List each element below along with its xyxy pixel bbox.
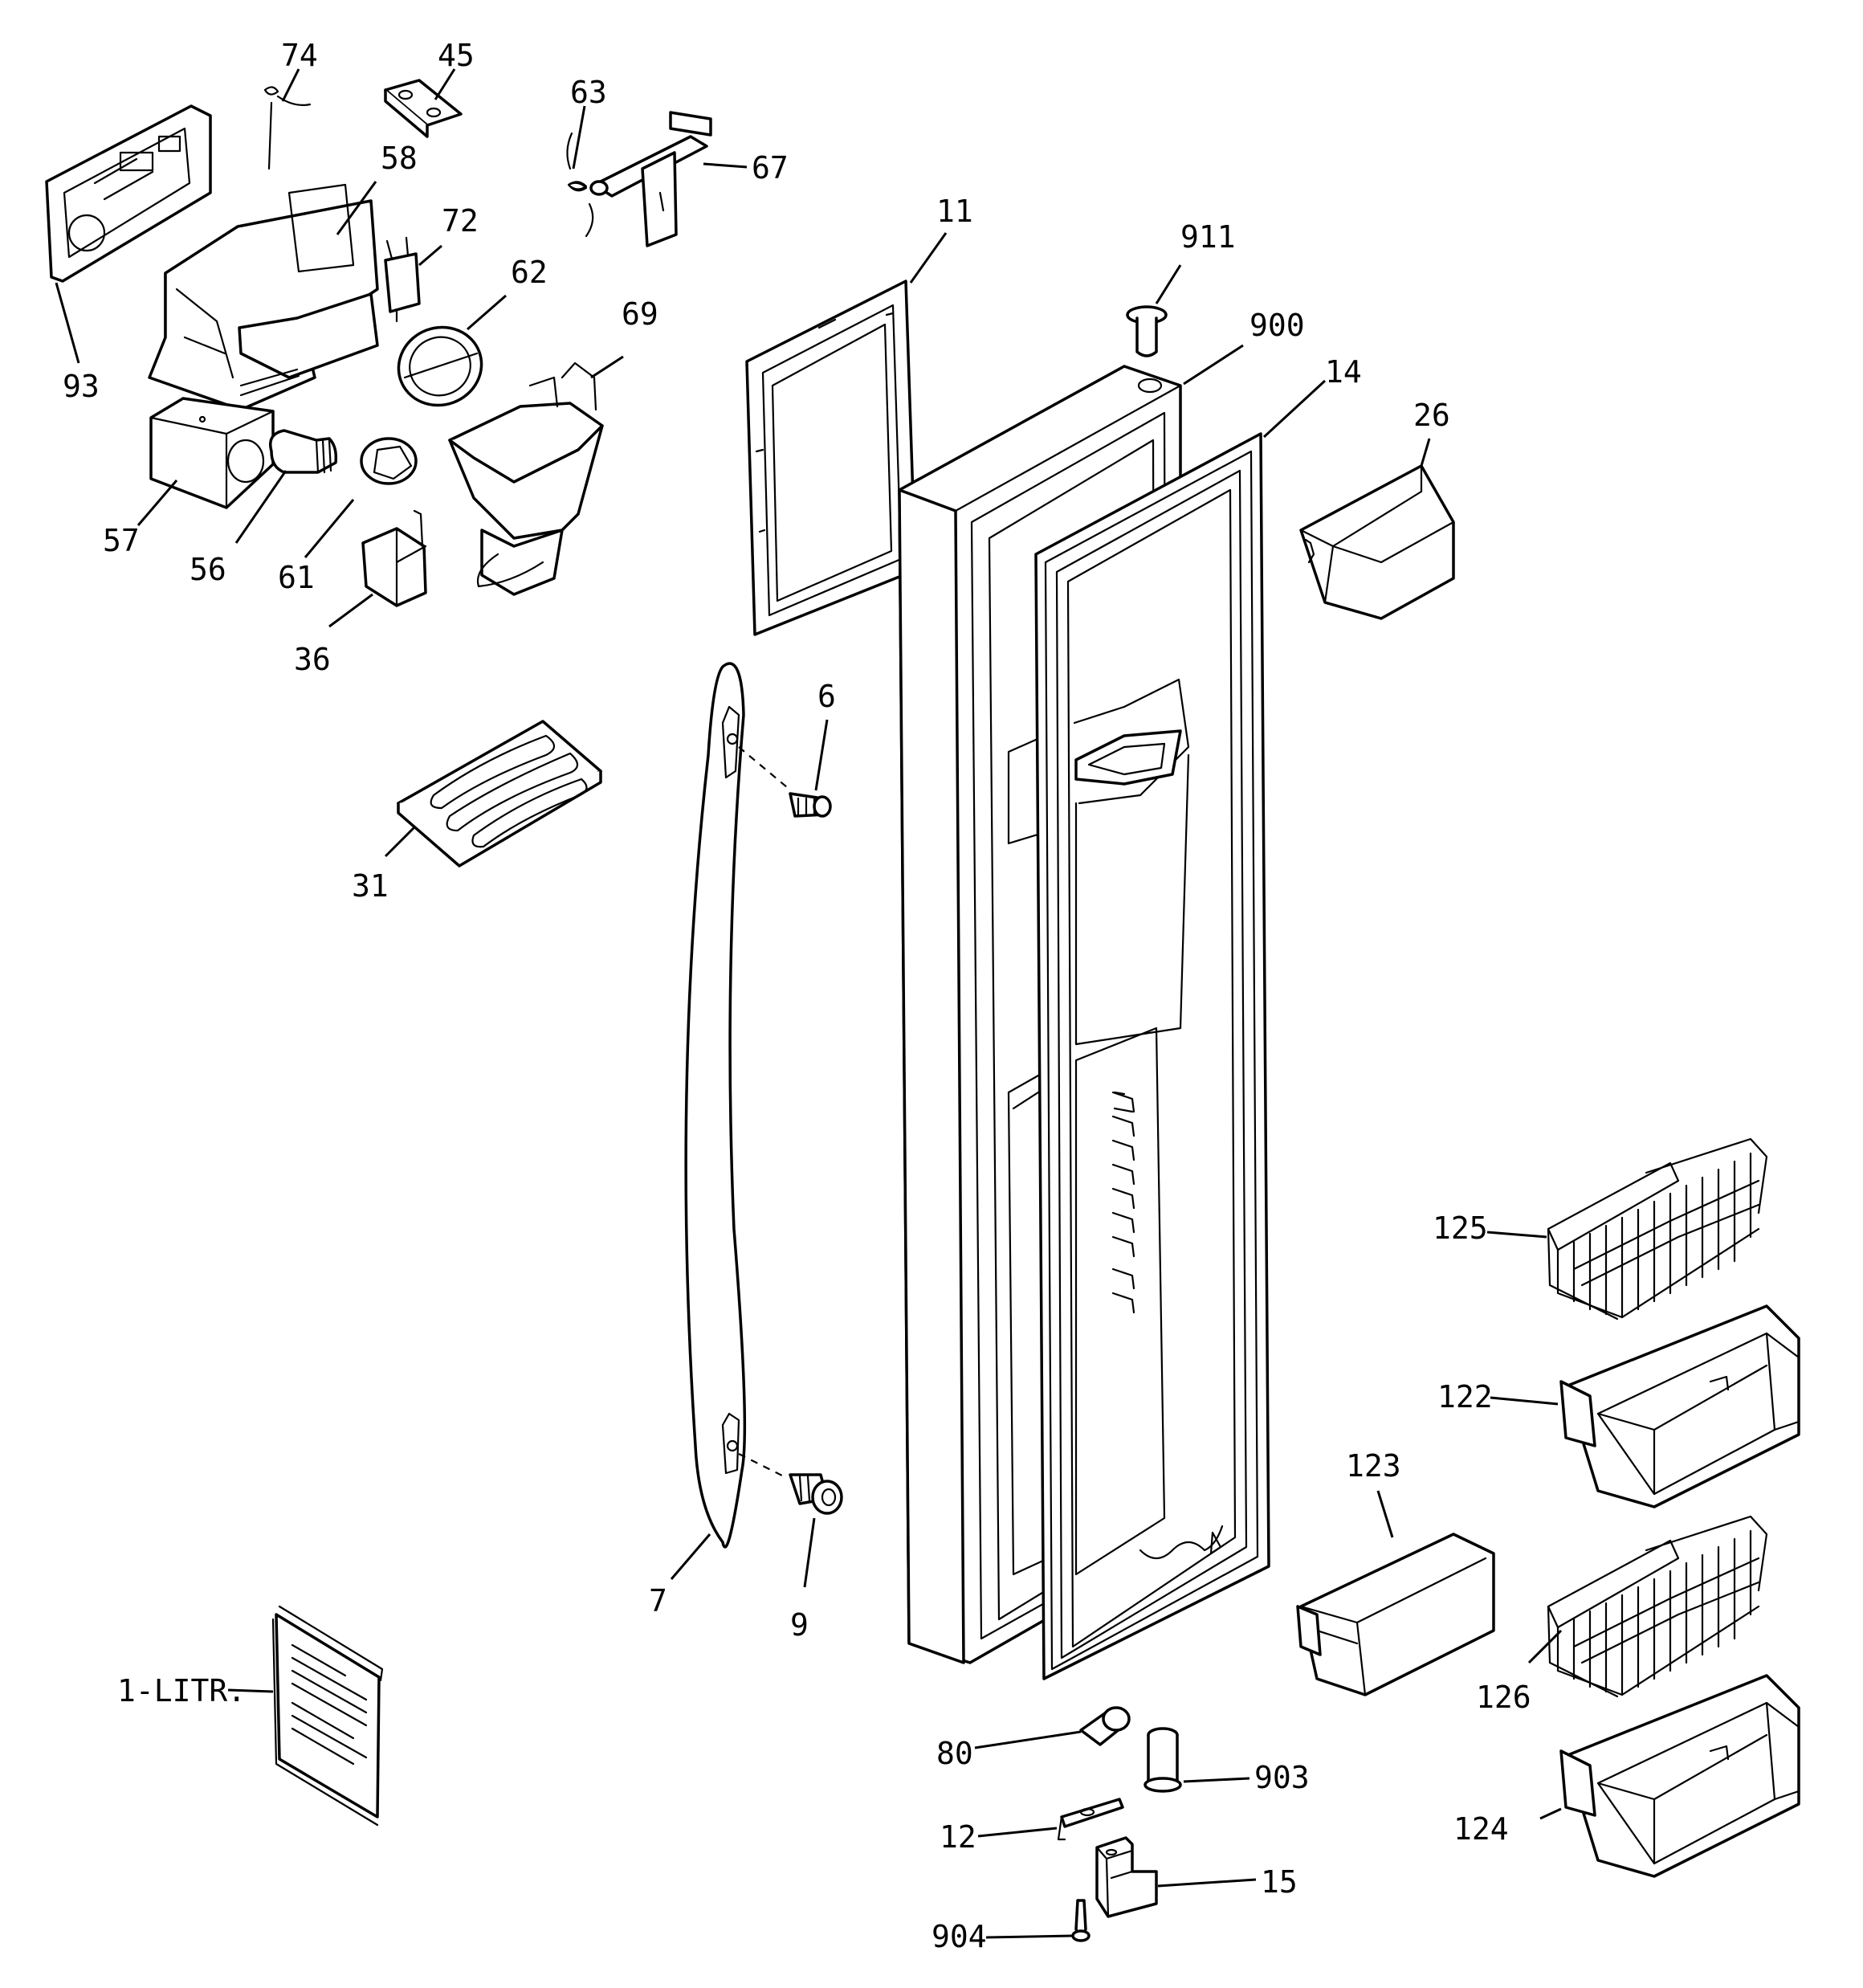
bushing-80 xyxy=(1079,1706,1131,1746)
callout-72: 72 xyxy=(442,203,479,239)
callout-45: 45 xyxy=(438,38,475,73)
callout-80: 80 xyxy=(936,1736,973,1771)
dairy-bin-123 xyxy=(1296,1533,1495,1696)
door-bin-122 xyxy=(1559,1304,1800,1508)
bracket-45 xyxy=(384,79,463,138)
motor-housing-57 xyxy=(149,397,275,509)
control-panel-93 xyxy=(45,104,212,283)
callout-69: 69 xyxy=(622,296,658,332)
callout-58: 58 xyxy=(381,141,418,176)
callout-93: 93 xyxy=(63,369,100,404)
callout-63: 63 xyxy=(570,75,607,110)
callout-11: 11 xyxy=(936,194,973,229)
guide-line-6 xyxy=(738,746,788,788)
callout-1-litr: 1-LITR. xyxy=(117,1673,246,1708)
drip-tray-31 xyxy=(397,720,602,867)
gasket-liner-14 xyxy=(1034,432,1270,1680)
wire-harness xyxy=(1139,1525,1224,1560)
solenoid-36 xyxy=(361,509,427,607)
screw-904 xyxy=(1071,1899,1090,1942)
callout-26: 26 xyxy=(1413,398,1450,433)
callout-125: 125 xyxy=(1433,1210,1488,1246)
bushing-911 xyxy=(1126,305,1168,357)
callout-56: 56 xyxy=(190,552,226,587)
ice-chute-69 xyxy=(448,361,604,596)
callout-31: 31 xyxy=(352,868,389,904)
hinge-pin-903 xyxy=(1143,1727,1182,1793)
hinge-arm-67 xyxy=(589,111,712,247)
callout-123: 123 xyxy=(1346,1448,1401,1484)
door-bin-124 xyxy=(1559,1674,1800,1878)
callout-9: 9 xyxy=(790,1607,809,1643)
handle-7 xyxy=(684,662,747,1549)
leader-lines xyxy=(55,68,1563,1939)
door-shelf-supports xyxy=(1111,1091,1135,1314)
callout-122: 122 xyxy=(1437,1379,1493,1414)
callout-62: 62 xyxy=(511,255,548,290)
ring-62 xyxy=(397,325,483,407)
callout-15: 15 xyxy=(1261,1864,1298,1900)
switch-72 xyxy=(384,236,421,323)
auger-56 xyxy=(269,429,338,474)
plug-6 xyxy=(789,792,832,818)
callout-124: 124 xyxy=(1453,1811,1509,1847)
literature-booklet xyxy=(271,1605,384,1827)
callout-67: 67 xyxy=(752,150,789,186)
callout-61: 61 xyxy=(278,560,315,595)
callout-911: 911 xyxy=(1180,219,1236,255)
callout-6: 6 xyxy=(817,679,836,714)
callout-labels: 74 45 63 67 58 72 62 69 93 57 56 61 36 1… xyxy=(63,38,1531,1954)
hinge-15 xyxy=(1095,1836,1158,1918)
callout-74: 74 xyxy=(281,38,318,73)
callout-126: 126 xyxy=(1476,1680,1531,1715)
callout-14: 14 xyxy=(1325,354,1362,390)
callout-903: 903 xyxy=(1254,1760,1310,1795)
bin-26 xyxy=(1299,464,1455,620)
coupler-61 xyxy=(360,437,418,485)
door-panel-11 xyxy=(745,280,917,636)
callout-12: 12 xyxy=(940,1819,976,1855)
callout-57: 57 xyxy=(103,523,140,558)
callout-904: 904 xyxy=(932,1919,987,1954)
wire-basket-125 xyxy=(1547,1137,1768,1321)
guide-line-9 xyxy=(738,1453,788,1479)
spring-63 xyxy=(566,132,594,238)
callout-7: 7 xyxy=(649,1583,667,1619)
spring-74 xyxy=(263,86,312,170)
callout-900: 900 xyxy=(1249,308,1305,343)
callout-36: 36 xyxy=(294,642,331,677)
wire-basket-126 xyxy=(1547,1515,1768,1698)
bracket-12 xyxy=(1057,1798,1124,1841)
plug-9 xyxy=(789,1473,843,1515)
dispenser-housing-58 xyxy=(148,183,379,411)
